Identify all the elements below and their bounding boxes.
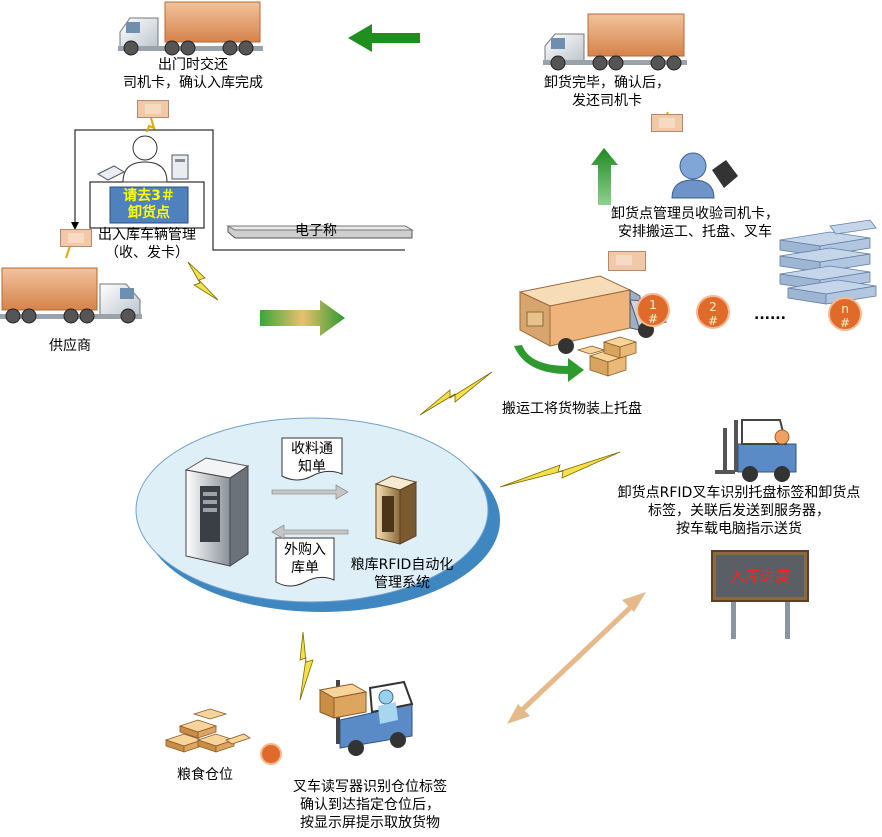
driver-card-icon bbox=[60, 229, 92, 247]
system-line1: 粮库RFID自动化 bbox=[350, 557, 454, 573]
flow-arrow-up bbox=[591, 148, 618, 205]
forklift-rfid-label: 卸货点RFID叉车识别托盘标签和卸货点 标签，关联后发送到服务器， 按车载电脑指… bbox=[594, 484, 882, 538]
gate-mgmt-line2: （收、发卡） bbox=[105, 245, 189, 261]
electronic-scale bbox=[226, 225, 414, 239]
screen-line1: 请去3＃ bbox=[123, 188, 175, 204]
forklift-rfid-line1: 卸货点RFID叉车识别托盘标签和卸货点 bbox=[617, 485, 861, 501]
rfid-forklift bbox=[715, 419, 797, 482]
forklift-reader-line2: 确认到达指定仓位后， bbox=[300, 797, 440, 813]
exit-return-line2: 司机卡，确认入库完成 bbox=[123, 75, 263, 91]
unloading-slot-1: 1 # bbox=[636, 293, 670, 327]
purchase-note-line1: 外购入 bbox=[284, 542, 326, 558]
unloading-slot-2: 2 # bbox=[696, 295, 730, 329]
forklift-reader-line1: 叉车读写器识别仓位标签 bbox=[293, 779, 447, 795]
unloaded-truck bbox=[543, 13, 687, 71]
driver-card-icon bbox=[608, 251, 646, 271]
receive-note-label: 收料通 知单 bbox=[284, 440, 340, 476]
grain-slot-boxes bbox=[164, 708, 251, 753]
gate-mgmt-label: 出入库车辆管理 （收、发卡） bbox=[82, 226, 212, 262]
slot-1-num: 1 bbox=[649, 298, 657, 312]
gate-office bbox=[71, 129, 405, 251]
receive-note-doc bbox=[281, 437, 343, 481]
progress-board bbox=[711, 550, 809, 639]
server-icon bbox=[184, 457, 250, 567]
slot-n-num: n bbox=[841, 302, 849, 316]
gate-mgmt-line1: 出入库车辆管理 bbox=[98, 227, 196, 243]
bidirectional-arrow bbox=[507, 592, 646, 724]
system-line2: 管理系统 bbox=[374, 575, 430, 591]
purchase-note-line2: 库单 bbox=[291, 560, 319, 576]
receive-note-line1: 收料通 bbox=[291, 441, 333, 457]
forklift-reader-label: 叉车读写器识别仓位标签 确认到达指定仓位后， 按显示屏提示取放货物 bbox=[270, 778, 470, 832]
slot-1-mark: # bbox=[647, 312, 659, 326]
slot-2-num: 2 bbox=[709, 300, 717, 314]
unloading-slot-n: n # bbox=[828, 297, 862, 331]
wireless-signal-icons bbox=[187, 261, 621, 701]
flow-arrow-right bbox=[260, 300, 345, 336]
driver-card-icon bbox=[651, 114, 683, 132]
unload-done-line2: 发还司机卡 bbox=[572, 93, 642, 109]
purchase-note-doc bbox=[275, 537, 335, 587]
pallet-stacks bbox=[779, 219, 877, 305]
manager-line2: 安排搬运工、托盘、叉车 bbox=[618, 224, 772, 240]
exit-truck bbox=[118, 1, 263, 56]
slot-tag-icon bbox=[260, 743, 282, 765]
exit-return-label: 出门时交还 司机卡，确认入库完成 bbox=[108, 56, 278, 92]
forklift-rfid-line3: 按车载电脑指示送货 bbox=[676, 521, 802, 537]
flow-arrow-left bbox=[348, 24, 420, 52]
progress-board-text: 入库进度 bbox=[729, 567, 790, 585]
supplier-truck bbox=[0, 267, 142, 324]
screen-line2: 卸货点 bbox=[128, 205, 170, 221]
manager-label: 卸货点管理员收验司机卡， 安排搬运工、托盘、叉车 bbox=[590, 205, 800, 241]
forklift-rfid-line2: 标签，关联后发送到服务器， bbox=[648, 503, 830, 519]
manager-icon bbox=[671, 152, 738, 199]
purchase-note-label: 外购入 库单 bbox=[277, 541, 333, 577]
doc-flow-arrows bbox=[271, 484, 349, 540]
scale-label: 电子称 bbox=[295, 223, 337, 239]
cargo-boxes bbox=[576, 336, 638, 377]
receive-note-line2: 知单 bbox=[298, 459, 326, 475]
reader-forklift bbox=[318, 680, 414, 756]
unload-done-line1: 卸货完毕，确认后， bbox=[544, 75, 670, 91]
supplier-label: 供应商 bbox=[49, 338, 91, 354]
grain-slot-label: 粮食仓位 bbox=[177, 767, 233, 783]
porter-label: 搬运工将货物装上托盘 bbox=[502, 401, 642, 417]
rfid-server-icon bbox=[374, 475, 418, 545]
driver-card-icon bbox=[137, 100, 169, 118]
slot-2-mark: # bbox=[707, 314, 719, 328]
slots-ellipsis: ...... bbox=[754, 307, 786, 323]
forklift-reader-line3: 按显示屏提示取放货物 bbox=[300, 815, 440, 831]
unload-done-label: 卸货完毕，确认后， 发还司机卡 bbox=[532, 74, 682, 110]
system-label: 粮库RFID自动化 管理系统 bbox=[340, 556, 464, 592]
slot-n-mark: # bbox=[839, 316, 851, 330]
exit-return-line1: 出门时交还 bbox=[158, 57, 228, 73]
gate-screen-text: 请去3＃ 卸货点 bbox=[110, 188, 188, 222]
manager-line1: 卸货点管理员收验司机卡， bbox=[611, 206, 779, 222]
